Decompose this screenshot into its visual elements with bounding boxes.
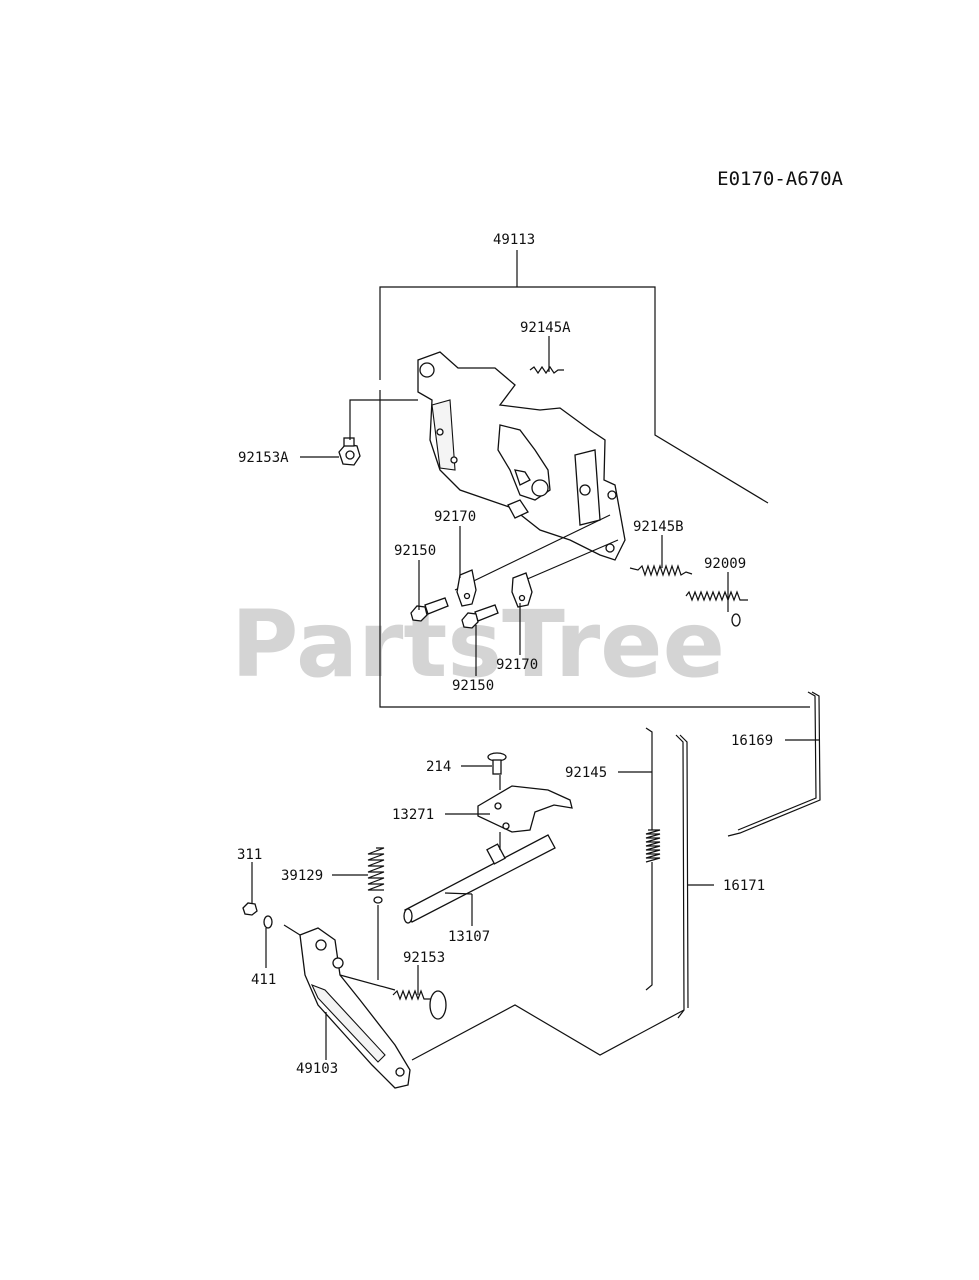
- washer-411-part: [263, 915, 273, 929]
- callout-92153A: 92153A: [238, 450, 289, 466]
- spring-92145A-part: [529, 365, 564, 375]
- lever-49103-part: [299, 927, 411, 1089]
- leader-lines: [251, 336, 819, 1060]
- bolt-92153-part: [392, 989, 447, 1020]
- callout-311: 311: [237, 847, 262, 863]
- bolt-92153A-part: [338, 437, 361, 466]
- callout-92150-upper: 92150: [394, 543, 436, 559]
- callout-411: 411: [251, 972, 276, 988]
- callout-92153: 92153: [403, 950, 445, 966]
- connector-lines: [283, 775, 685, 1061]
- spring-rod-92145-part: [645, 727, 661, 991]
- screw-92150-right-part: [461, 604, 499, 629]
- spring-92145B-part: [629, 564, 693, 577]
- clip-92170-left-part: [456, 569, 477, 607]
- diagram-code: E0170-A670A: [717, 168, 843, 190]
- callout-92170-upper: 92170: [434, 509, 476, 525]
- nut-311-part: [242, 902, 258, 916]
- spring-39129-part: [367, 847, 385, 904]
- callout-13271: 13271: [392, 807, 434, 823]
- callout-labels: 49113 92145A 92153A 92170 92150 92170 92…: [237, 232, 773, 1077]
- shaft-13107-part: [403, 834, 556, 924]
- rod-16169-part: [727, 691, 821, 837]
- callout-49113: 49113: [493, 232, 535, 248]
- callout-49103: 49103: [296, 1061, 338, 1077]
- callout-16169: 16169: [731, 733, 773, 749]
- plate-13271-part: [477, 785, 573, 833]
- callout-92170-lower: 92170: [496, 657, 538, 673]
- callout-92145: 92145: [565, 765, 607, 781]
- clip-92170-right-part: [511, 572, 533, 608]
- callout-92009: 92009: [704, 556, 746, 572]
- callout-92150-lower: 92150: [452, 678, 494, 694]
- callout-214: 214: [426, 759, 451, 775]
- control-plate-part: [417, 351, 626, 591]
- rod-16171-part: [675, 734, 689, 1019]
- watermark: PartsTree: [231, 591, 725, 698]
- callout-92145A: 92145A: [520, 320, 571, 336]
- assembly-bracket-49113: [379, 250, 810, 708]
- callout-13107: 13107: [448, 929, 490, 945]
- screw-92009-part: [685, 590, 748, 627]
- screw-214-part: [487, 752, 507, 775]
- callout-39129: 39129: [281, 868, 323, 884]
- callout-16171: 16171: [723, 878, 765, 894]
- screw-92150-left-part: [410, 597, 449, 622]
- callout-92145B: 92145B: [633, 519, 684, 535]
